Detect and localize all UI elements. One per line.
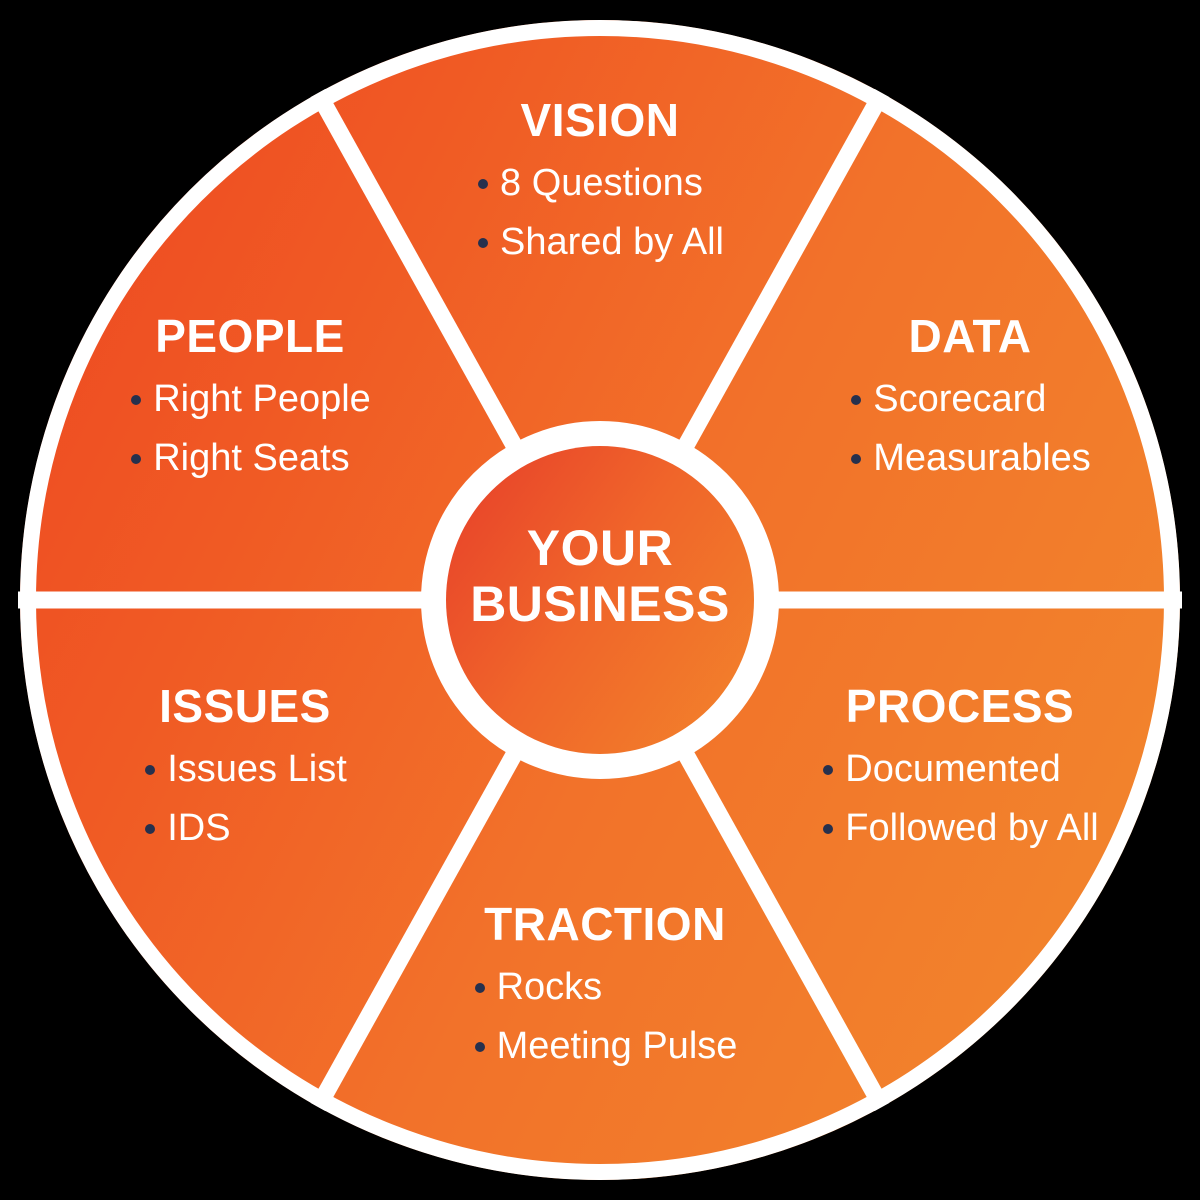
center-hub-ring bbox=[421, 421, 779, 779]
center-hub bbox=[446, 446, 754, 754]
